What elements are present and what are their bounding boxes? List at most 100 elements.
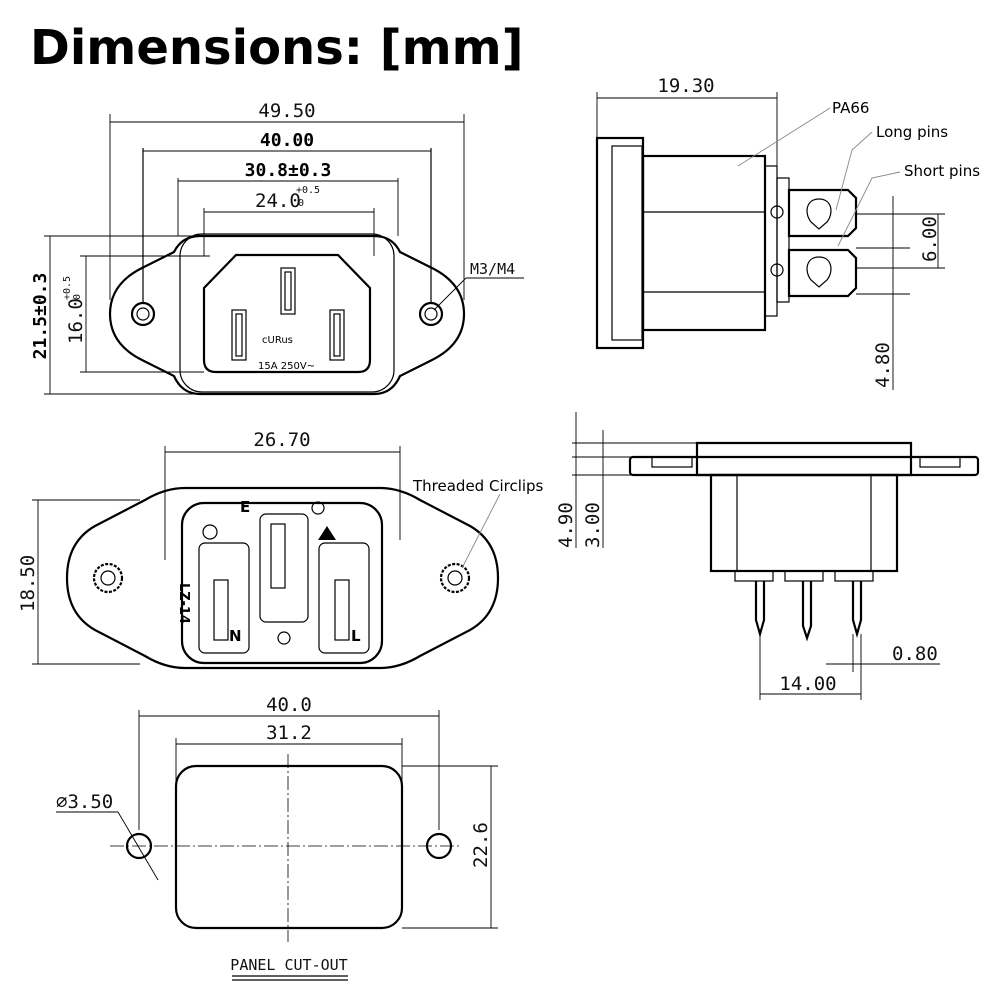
dim-total-height: 4.90: [555, 502, 577, 548]
terminal-line-tab: [334, 579, 350, 641]
end-pin-base: [734, 570, 774, 582]
rohs-symbol: [277, 631, 291, 645]
leader-pa66: [737, 107, 831, 167]
dim-pin-thickness: 0.80: [892, 643, 938, 665]
rating-label: 15A 250V~: [258, 361, 315, 372]
end-body: [709, 473, 899, 573]
long-pin-hole: [806, 198, 832, 230]
rear-outline: [65, 486, 500, 670]
dim-opening-height-tol-upper: +0.5: [62, 276, 73, 300]
mark-line: L: [351, 627, 361, 645]
circlip-right: [439, 562, 471, 594]
c14-opening: [202, 253, 372, 374]
dim-body-width: 30.8±0.3: [245, 160, 332, 181]
mark-neutral: N: [229, 627, 242, 645]
terminal-earth-tab: [270, 523, 286, 589]
side-view: 19.30 PA66 Long pins Short pins 6.00 4.8…: [595, 75, 980, 390]
dim-height: 21.5±0.3: [30, 273, 51, 360]
end-flange: [628, 455, 980, 477]
end-flange-slot-left: [651, 456, 693, 468]
dim-rear-width: 26.70: [253, 429, 310, 451]
front-pin-earth: [280, 267, 296, 315]
dim-pin-pitch: 14.00: [779, 673, 836, 695]
dim-opening-width-tol-lower: 0: [298, 198, 304, 209]
leader-short-pins: [837, 171, 901, 247]
dim-pin-spacing: 6.00: [919, 216, 941, 262]
leader-circlips: [461, 493, 501, 569]
side-terminal-post: [776, 177, 790, 303]
front-pin-line: [329, 309, 345, 361]
end-rim: [695, 441, 913, 477]
leader-long-pins: [835, 131, 873, 211]
end-pin-base: [834, 570, 874, 582]
dim-hole-diameter: ∅3.50: [56, 791, 113, 813]
cutout-view: 40.0 31.2 22.6 ∅3.50 PANEL CUT-OUT: [56, 694, 498, 981]
terminal-line: [318, 542, 370, 654]
cutout-rect: [174, 764, 404, 930]
dim-opening-width-tol-upper: +0.5: [296, 185, 320, 196]
cutout-hole-right: [425, 832, 453, 860]
dim-opening-height-tol-lower: 0: [72, 294, 83, 300]
front-hole-left: [130, 301, 156, 327]
end-pin-middle: [801, 581, 813, 642]
dim-pin-width: 4.80: [872, 342, 894, 388]
front-hole-right-inner: [424, 307, 438, 321]
front-flange-outline: [108, 234, 466, 396]
dim-overall-width: 49.50: [258, 100, 315, 122]
dim-depth: 19.30: [657, 75, 714, 97]
dim-opening-width: 24.0: [255, 190, 301, 212]
dim-cutout-height: 22.6: [470, 822, 492, 868]
circlip-left: [92, 562, 124, 594]
side-body: [641, 154, 767, 332]
dim-opening-height: 16.0: [65, 298, 87, 344]
leader-thread: [433, 277, 467, 311]
mark-earth: E: [240, 498, 250, 516]
cutout-hole-left: [125, 832, 153, 860]
circlip-right-inner: [447, 570, 463, 586]
terminal-earth: [259, 513, 309, 623]
long-pins-label: Long pins: [876, 123, 948, 141]
dim-cutout-pitch: 40.0: [266, 694, 312, 716]
front-hole-left-inner: [136, 307, 150, 321]
long-pin-tab: [787, 188, 858, 238]
dim-hole-pitch: 40.00: [260, 130, 314, 151]
front-pin-neutral-inner: [235, 313, 243, 357]
front-pin-neutral: [231, 309, 247, 361]
thread-label: M3/M4: [470, 260, 515, 278]
end-view: 4.90 3.00 0.80 14.00: [555, 412, 980, 700]
end-pin-base: [784, 570, 824, 582]
side-rivet: [770, 263, 784, 277]
front-view: cURus 15A 250V~ 49.50 40.00 30.8±0.3 24.…: [30, 100, 524, 396]
rear-body: [180, 501, 384, 665]
end-pin-right: [851, 581, 863, 639]
front-hole-right: [418, 301, 444, 327]
circlips-label: Threaded Circlips: [412, 477, 544, 495]
model-code: LZ-14: [176, 583, 191, 624]
side-flange-inner: [611, 145, 643, 341]
circlip-left-inner: [100, 570, 116, 586]
dim-rear-height: 18.50: [17, 555, 39, 612]
end-flange-slot-right: [919, 456, 961, 468]
front-pin-line-inner: [333, 313, 341, 357]
terminal-neutral-tab: [213, 579, 229, 641]
short-pin-tab: [787, 248, 858, 298]
earth-symbol: [311, 501, 325, 515]
side-rivet: [770, 205, 784, 219]
material-label: PA66: [832, 99, 869, 117]
leader-diameter: [117, 811, 159, 881]
side-flange: [595, 136, 645, 350]
short-pins-label: Short pins: [904, 162, 980, 180]
rear-view: N L E LZ-14 26.70 18.50 Threaded Circlip…: [17, 429, 544, 670]
front-pin-earth-inner: [284, 271, 292, 311]
front-body-outline: [179, 233, 395, 393]
cert-symbol: [202, 524, 218, 540]
cutout-caption: PANEL CUT-OUT: [230, 956, 347, 974]
warning-symbol: [318, 526, 336, 540]
side-terminal-block: [764, 165, 778, 317]
end-pin-left: [754, 581, 766, 639]
cert-mark: cURus: [262, 335, 293, 346]
page-title: Dimensions: [mm]: [30, 20, 524, 76]
dim-cutout-width: 31.2: [266, 722, 312, 744]
short-pin-hole: [806, 256, 832, 288]
